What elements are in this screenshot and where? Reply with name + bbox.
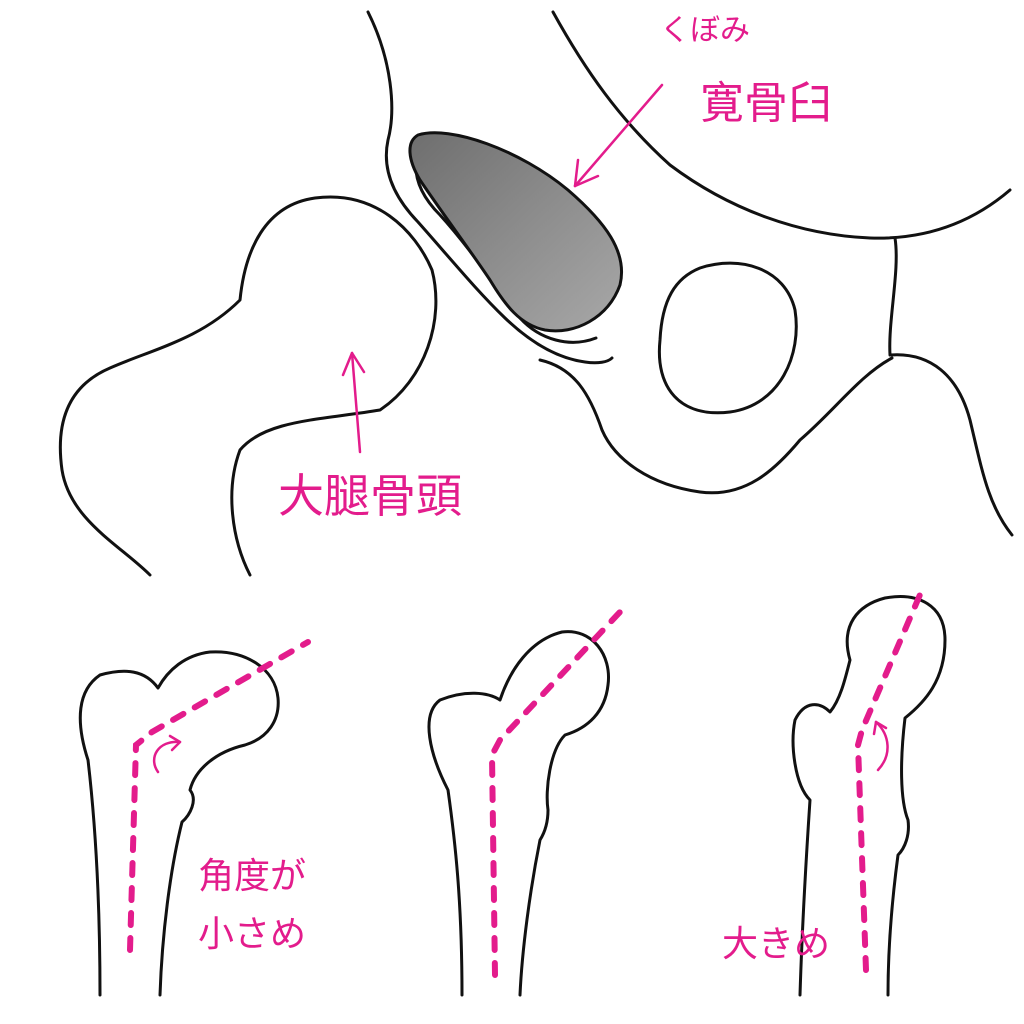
- label-kubomi: くぼみ: [660, 13, 750, 48]
- label-femoral-head: 大腿骨頭: [278, 469, 462, 523]
- femur-head-outline: [58, 195, 438, 577]
- acetabular-fossa-shading: [408, 131, 623, 333]
- pelvis-outline: [366, 10, 1014, 537]
- arrow-to-femoral-head: [341, 351, 366, 454]
- arrow-to-fossa: [573, 83, 664, 188]
- label-small-angle-line1: 角度が: [198, 856, 306, 897]
- femur-large-angle: [791, 587, 947, 997]
- label-large-angle: 大きめ: [722, 924, 830, 965]
- femur-small-angle: [78, 639, 311, 997]
- label-acetabulum: 寛骨臼: [700, 78, 832, 129]
- label-small-angle-line2: 小さめ: [198, 914, 306, 955]
- femur-normal: [427, 609, 623, 997]
